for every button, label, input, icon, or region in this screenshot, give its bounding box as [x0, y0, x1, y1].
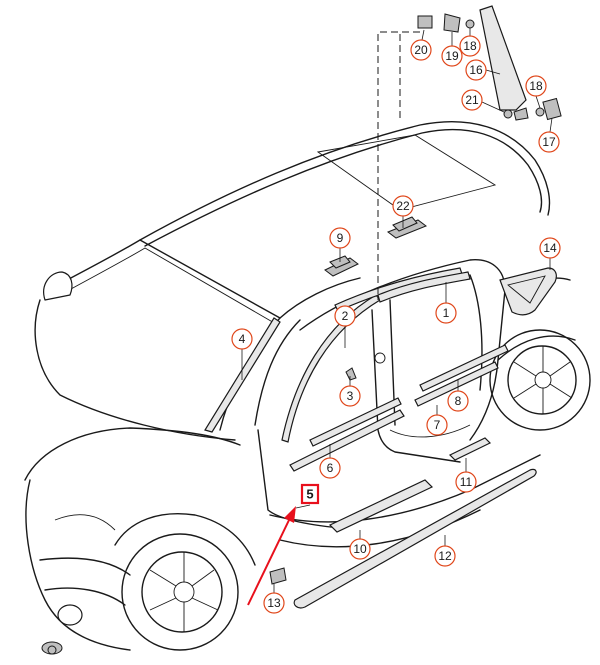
svg-text:19: 19	[445, 49, 459, 63]
part-4-pillar-trim	[204, 317, 281, 433]
callout-13: 13	[263, 584, 285, 614]
part-11-scuff-plate	[448, 437, 492, 461]
part-3-clip	[345, 367, 357, 381]
svg-text:20: 20	[414, 43, 428, 57]
trim-parts	[47, 5, 562, 655]
part-17-clip	[542, 97, 562, 121]
callout-2: 2	[334, 305, 356, 348]
svg-text:13: 13	[267, 596, 281, 610]
part-12-side-skirt	[293, 468, 537, 609]
part-10-sill-plate	[328, 479, 434, 533]
callout-10: 10	[349, 530, 371, 560]
svg-text:1: 1	[443, 306, 450, 320]
part-14-quarter-glass	[499, 267, 557, 316]
callout-19: 19	[441, 32, 463, 67]
svg-text:21: 21	[465, 93, 479, 107]
svg-text:5: 5	[306, 487, 313, 502]
callout-17: 17	[538, 117, 560, 153]
car-body	[24, 121, 591, 655]
callout-21: 21	[461, 89, 505, 113]
callout-6: 6	[319, 444, 341, 479]
callout-7: 7	[426, 405, 448, 436]
svg-text:4: 4	[239, 332, 246, 346]
part-6-door-strip	[289, 409, 405, 472]
svg-text:14: 14	[543, 241, 557, 255]
svg-text:18: 18	[529, 79, 543, 93]
red-pointer-arrow	[247, 506, 296, 606]
svg-text:11: 11	[460, 475, 473, 489]
callout-20: 20	[410, 29, 432, 61]
callout-8: 8	[447, 380, 469, 412]
svg-text:17: 17	[542, 135, 556, 149]
callout-16: 16	[465, 59, 501, 81]
callout-18-top: 18	[459, 28, 481, 57]
svg-text:3: 3	[347, 389, 354, 403]
part-18-screw	[535, 107, 545, 117]
svg-text:8: 8	[455, 394, 462, 408]
callout-4: 4	[231, 328, 253, 380]
highlighted-part-5: 5	[295, 483, 320, 509]
svg-text:9: 9	[337, 231, 344, 245]
callout-18-right: 18	[525, 75, 547, 109]
svg-text:18: 18	[463, 39, 477, 53]
callout-14: 14	[539, 237, 561, 270]
callout-11: 11	[455, 458, 477, 493]
svg-text:10: 10	[353, 542, 367, 556]
svg-text:22: 22	[396, 199, 410, 213]
part-16-b-pillar-cover	[479, 5, 527, 111]
callout-3: 3	[339, 376, 361, 407]
svg-text:16: 16	[469, 63, 483, 77]
part-13-clip	[269, 567, 287, 585]
part-20-clip	[417, 15, 433, 29]
svg-text:2: 2	[342, 309, 349, 323]
svg-text:12: 12	[438, 549, 452, 563]
callout-22: 22	[392, 195, 414, 228]
callout-1: 1	[435, 282, 457, 324]
part-19-clip	[443, 13, 461, 33]
svg-text:6: 6	[327, 461, 334, 475]
callout-9: 9	[329, 227, 351, 262]
callout-12: 12	[434, 535, 456, 567]
svg-text:7: 7	[434, 418, 441, 432]
part-8-rear-door-strip	[419, 344, 509, 392]
